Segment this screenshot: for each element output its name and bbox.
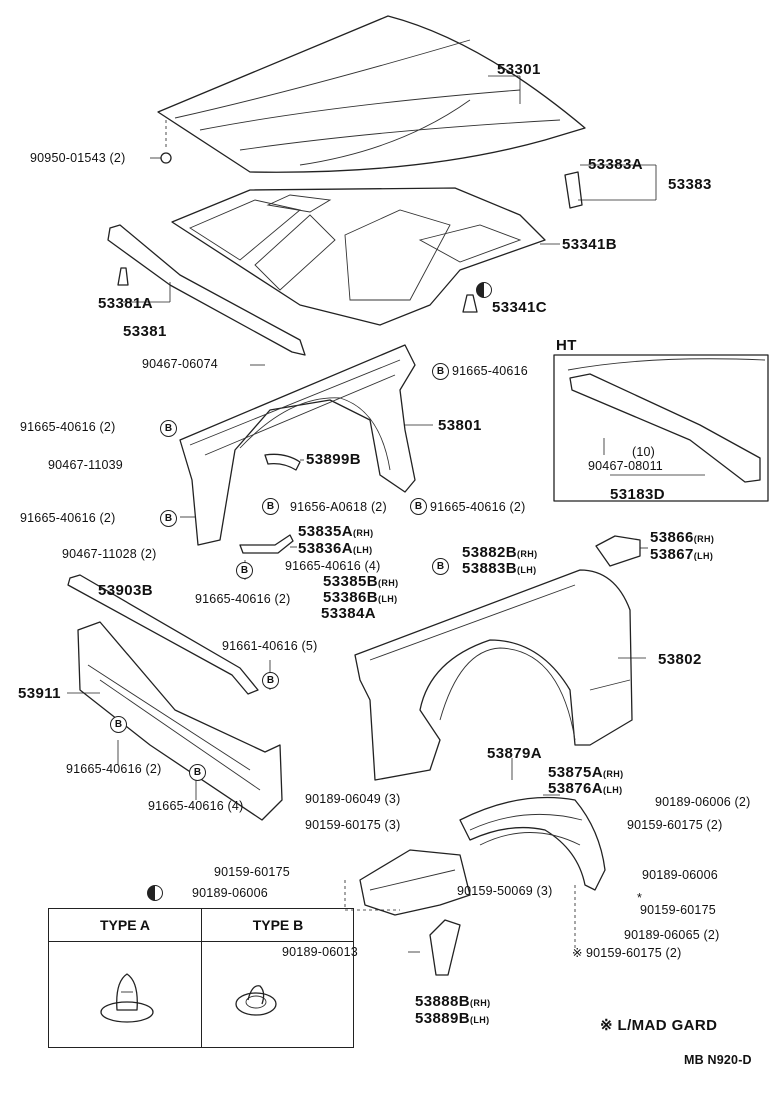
note-lmad-gard: ※ L/MAD GARD [600, 1017, 718, 1034]
hood-stay [564, 171, 583, 209]
label-90189-06013: 90189-06013 [282, 945, 358, 959]
b-marker-icon: B [432, 558, 449, 575]
clip-53381a [117, 267, 129, 286]
label-90159-60175-3: 90159-60175 (3) [305, 818, 401, 832]
label-53341c: 53341C [492, 299, 547, 316]
upper-support [67, 574, 259, 695]
b-marker-icon: B [236, 562, 253, 579]
label-53882b: 53882B(RH) [462, 544, 538, 561]
b-marker-icon: B [189, 764, 206, 781]
label-91665-40616-4b: 91665-40616 (4) [148, 799, 244, 813]
hood-panel [157, 15, 586, 173]
label-90189-06006-r: 90189-06006 [642, 868, 718, 882]
label-53341b: 53341B [562, 236, 617, 253]
bracket-53899b [264, 453, 301, 471]
label-53381a: 53381A [98, 295, 153, 312]
clip-53341c [462, 294, 478, 313]
hood-inner-frame [171, 187, 546, 326]
label-90189-06006-2: 90189-06006 (2) [655, 795, 751, 809]
type-a-b-marker-icon [476, 282, 492, 298]
inset-rail [569, 373, 761, 483]
type-a-b-marker-icon [147, 885, 163, 901]
label-53183d: 53183D [610, 486, 665, 503]
b-marker-icon: B [262, 672, 279, 689]
label-53866: 53866(RH) [650, 529, 715, 546]
label-91665-40616-r: 91665-40616 [452, 364, 528, 378]
label-53879a: 53879A [487, 745, 542, 762]
label-90159-60175-star: 90159-60175 [640, 903, 716, 917]
label-53381: 53381 [123, 323, 167, 340]
front-fender-lh [354, 569, 633, 781]
b-marker-icon: B [160, 420, 177, 437]
label-90189-06049: 90189-06049 (3) [305, 792, 401, 806]
star-mark-icon: * [637, 891, 643, 905]
label-53383: 53383 [668, 176, 712, 193]
b-marker-icon: B [160, 510, 177, 527]
label-53802: 53802 [658, 651, 702, 668]
fender-liner [459, 796, 606, 891]
label-53836a: 53836A(LH) [298, 540, 373, 557]
clip-hood [160, 152, 172, 164]
label-53876a: 53876A(LH) [548, 780, 623, 797]
label-90950-01543: 90950-01543 (2) [30, 151, 126, 165]
label-90467-11028: 90467-11028 (2) [62, 547, 157, 561]
b-marker-icon: B [410, 498, 427, 515]
label-53899b: 53899B [306, 451, 361, 468]
label-91665-40616-2e: 91665-40616 (2) [66, 762, 162, 776]
label-53835a: 53835A(RH) [298, 523, 374, 540]
label-53888b: 53888B(RH) [415, 993, 491, 1010]
b-marker-icon: B [262, 498, 279, 515]
label-53883b: 53883B(LH) [462, 560, 537, 577]
label-90159-60175: 90159-60175 [214, 865, 290, 879]
label-90467-11039: 90467-11039 [48, 458, 123, 472]
label-91665-40616-2b: 91665-40616 (2) [430, 500, 526, 514]
mud-guard [359, 849, 471, 916]
inset-ht-frame [553, 354, 769, 502]
label-91665-40616-2d: 91665-40616 (2) [195, 592, 291, 606]
label-90159-60175-2: 90159-60175 (2) [627, 818, 723, 832]
label-91665-40616-4a: 91665-40616 (4) [285, 559, 381, 573]
splash-shield [429, 919, 461, 976]
legend-type-a: TYPE A [49, 909, 201, 1047]
legend-type-b: TYPE B [201, 909, 354, 1047]
label-91661-40616: 91661-40616 (5) [222, 639, 318, 653]
legend-type-b-header: TYPE B [202, 909, 354, 942]
diagram-code: MB N920-D [684, 1053, 752, 1067]
label-90467-08011: 90467-08011 [588, 459, 663, 473]
label-91656-a0618: 91656-A0618 (2) [290, 500, 387, 514]
label-90189-06065: 90189-06065 (2) [624, 928, 720, 942]
fender-brace [239, 534, 294, 554]
label-53903b: 53903B [98, 582, 153, 599]
label-90159-50069: 90159-50069 (3) [457, 884, 553, 898]
inset-title: HT [556, 337, 577, 354]
front-rail [107, 224, 306, 356]
label-90189-06006: 90189-06006 [192, 886, 268, 900]
label-53911: 53911 [18, 685, 61, 702]
label-53383a: 53383A [588, 156, 643, 173]
b-marker-icon: B [432, 363, 449, 380]
label-53867: 53867(LH) [650, 546, 714, 563]
clip-type-legend: TYPE A TYPE B [48, 908, 354, 1048]
label-53385b: 53385B(RH) [323, 573, 399, 590]
front-fender-rh [179, 344, 416, 546]
label-53384a: 53384A [321, 605, 376, 622]
label-53386b: 53386B(LH) [323, 589, 398, 606]
clip-type-b-icon [235, 985, 277, 1016]
label-91665-40616-2c: 91665-40616 (2) [20, 511, 116, 525]
label-53301: 53301 [497, 61, 541, 78]
label-qty-10: (10) [632, 445, 656, 459]
label-53889b: 53889B(LH) [415, 1010, 490, 1027]
legend-type-a-header: TYPE A [49, 909, 201, 942]
b-marker-icon: B [110, 716, 127, 733]
label-90467-06074: 90467-06074 [142, 357, 218, 371]
clip-type-a-icon [100, 973, 154, 1023]
label-90159-60175-star2: 90159-60175 (2) [586, 946, 682, 960]
star-mark-icon: ※ [572, 946, 583, 960]
bracket-53866 [595, 535, 641, 567]
label-53801: 53801 [438, 417, 482, 434]
label-91665-40616-2a: 91665-40616 (2) [20, 420, 116, 434]
label-53875a: 53875A(RH) [548, 764, 624, 781]
